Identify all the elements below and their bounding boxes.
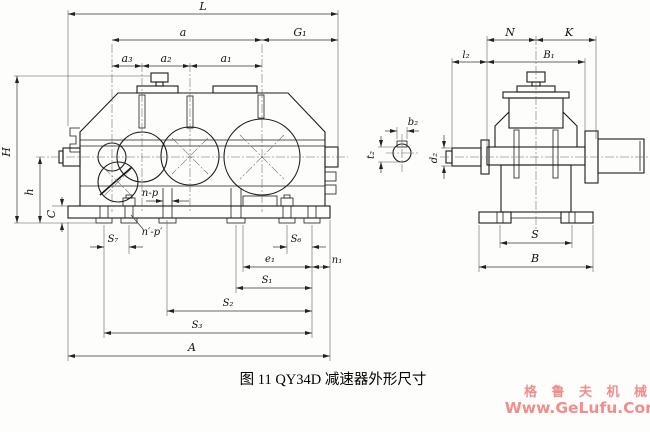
watermark-company: 格 鲁 夫 机 械 (524, 384, 650, 400)
front-dimensions (14, 10, 339, 361)
dim-label-B: B (530, 252, 539, 265)
dim-label-d2: d₂ (429, 153, 440, 163)
dim-label-S: S (531, 228, 539, 241)
dim-label-n-p-prime: n′-p′ (142, 227, 163, 238)
eye-bolt (150, 72, 169, 87)
dim-label-S2: S₂ (223, 298, 234, 309)
dim-label-S1: S₁ (262, 275, 273, 286)
detail-dimensions (378, 127, 419, 173)
side-dimensions (441, 36, 597, 272)
side-centerlines (440, 36, 650, 230)
dim-label-G1: G₁ (293, 26, 306, 39)
base-bolts (95, 188, 321, 224)
dim-label-S3: S₃ (192, 320, 203, 331)
housing-side-outline (445, 71, 645, 224)
shaft-section-detail: b₂ t₂ (366, 117, 419, 173)
dim-label-h: h (23, 188, 36, 195)
dim-label-a3: a₃ (122, 52, 133, 65)
dim-label-b2: b₂ (408, 117, 418, 128)
housing-front-outline (58, 72, 339, 219)
dim-label-C: C (45, 209, 58, 218)
dim-label-a2: a₂ (161, 52, 172, 65)
front-centerlines (36, 44, 348, 212)
dim-label-B1: B₁ (542, 50, 554, 61)
dim-label-a1: a₁ (221, 52, 232, 65)
dim-label-n-p: n-p (142, 188, 159, 199)
figure-caption: 图 11 QY34D 减速器外形尺寸 (240, 371, 427, 388)
dim-label-n1: n₁ (332, 255, 342, 266)
dim-label-l2: l₂ (462, 50, 469, 61)
dim-label-H: H (0, 147, 13, 158)
dim-label-N: N (504, 26, 515, 39)
dim-label-S6: S₆ (291, 234, 302, 245)
dim-label-S7: S₇ (108, 234, 119, 245)
dim-label-L: L (198, 0, 206, 13)
dim-label-t2: t₂ (366, 151, 377, 159)
side-view: N K l₂ B₁ d₂ S B (429, 26, 650, 272)
dim-label-a: a (180, 26, 187, 39)
dim-label-e1: e₁ (265, 254, 275, 265)
watermark-url: Www.GeLufu.Com (505, 399, 650, 417)
dim-label-A: A (187, 341, 196, 354)
front-view: L a G₁ a₃ a₂ a₁ H h C n-p n′-p′ S₇ S₆ e₁… (0, 0, 348, 361)
bearing-circles (97, 118, 301, 203)
dim-label-K: K (564, 26, 574, 39)
